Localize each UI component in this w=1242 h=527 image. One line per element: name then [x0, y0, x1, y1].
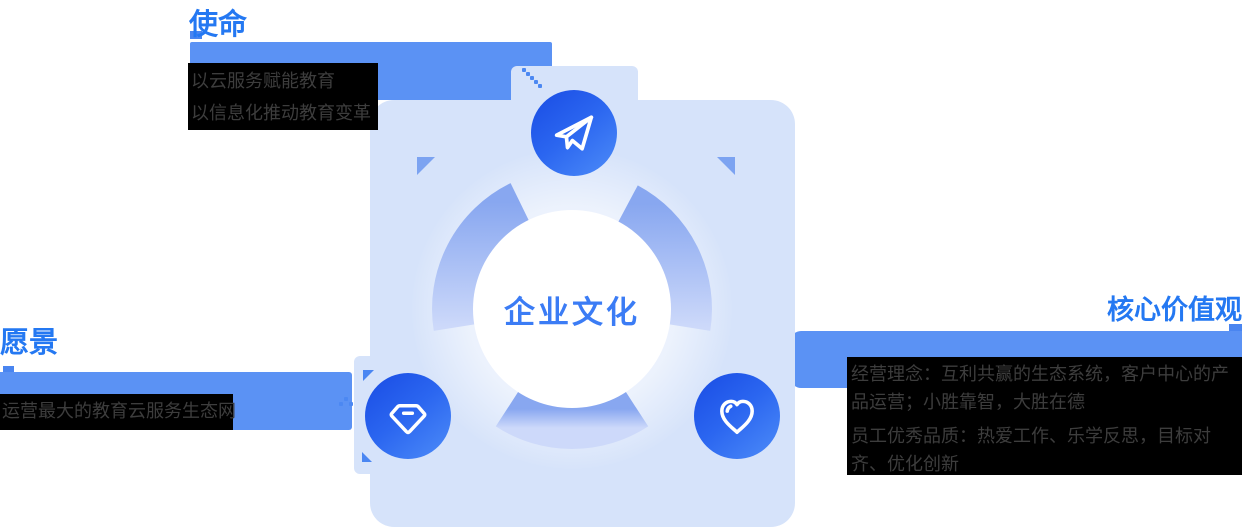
center-label: 企业文化	[504, 294, 640, 330]
heart-icon	[720, 399, 754, 435]
vision-text-block: 运营最大的教育云服务生态网	[0, 394, 236, 430]
dot-decor	[538, 84, 542, 88]
dot-decor	[526, 72, 530, 76]
culture-ring	[432, 183, 712, 449]
paper-plane-icon	[554, 115, 594, 151]
center-circle: 企业文化	[473, 210, 671, 408]
vision-bar-accent	[3, 366, 14, 375]
mission-line: 以信息化推动教育变革	[191, 103, 371, 123]
vision-badge	[365, 373, 451, 459]
mission-line: 以云服务赋能教育	[191, 71, 335, 91]
mission-title: 使命	[189, 9, 248, 41]
triangle-decor-small-bottom	[362, 452, 372, 462]
values-text-block: 经营理念：互利共赢的生态系统，客户中心的产品运营；小胜靠智，大胜在德 员工优秀品…	[847, 357, 1242, 475]
vision-line: 运营最大的教育云服务生态网	[2, 401, 236, 421]
triangle-decor-left	[417, 157, 435, 175]
dot-decor	[530, 76, 534, 80]
dot-decor	[534, 80, 538, 84]
values-bar-accent	[1229, 324, 1242, 333]
gem-icon	[389, 403, 427, 435]
dot-decor	[344, 397, 348, 401]
values-title: 核心价值观	[1107, 295, 1242, 325]
values-line: 经营理念：互利共赢的生态系统，客户中心的产品运营；小胜靠智，大胜在德	[851, 364, 1229, 412]
dot-decor	[339, 402, 343, 406]
mission-badge	[531, 90, 617, 176]
dot-decor	[522, 68, 526, 72]
triangle-decor-right	[717, 157, 735, 175]
vision-title: 愿景	[0, 327, 59, 359]
mission-bar-accent	[190, 31, 202, 39]
triangle-decor-small-top	[363, 370, 374, 381]
values-badge	[694, 373, 780, 459]
dot-decor	[349, 402, 353, 406]
values-line: 员工优秀品质：热爱工作、乐学反思，目标对齐、优化创新	[851, 426, 1211, 474]
mission-text-block: 以云服务赋能教育 以信息化推动教育变革	[188, 63, 378, 130]
